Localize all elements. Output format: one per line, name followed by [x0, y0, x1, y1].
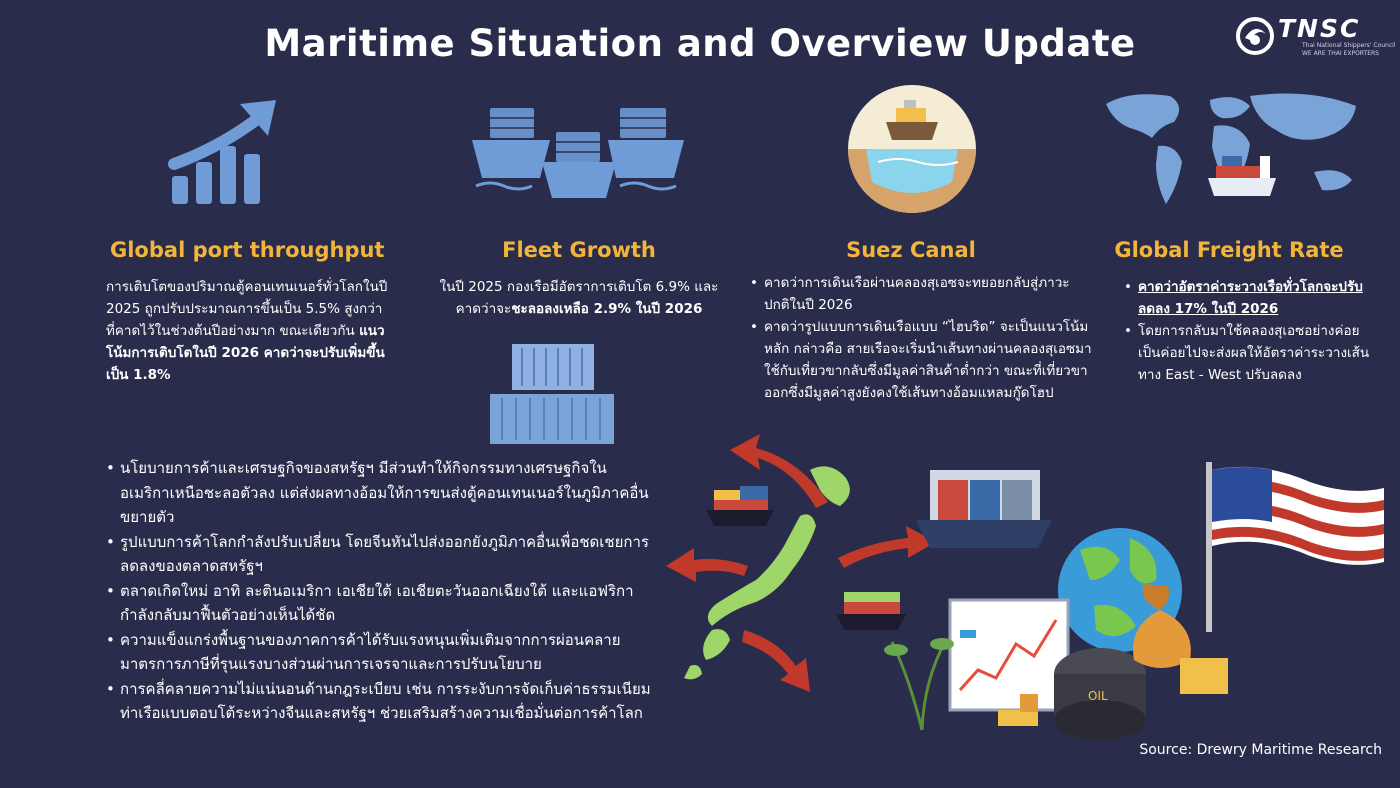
- chart-board-icon: [948, 598, 1070, 712]
- growth-arrow-icon: [168, 100, 276, 204]
- heading-freight-rate: Global Freight Rate: [1114, 238, 1344, 262]
- freight-bullet-1: คาดว่าอัตราค่าระวางเรือทั่วโลกจะปรับลดลง…: [1122, 276, 1372, 320]
- heading-suez-canal: Suez Canal: [846, 238, 976, 262]
- heading-port-throughput: Global port throughput: [110, 238, 385, 262]
- freight-bullet-1-text: คาดว่าอัตราค่าระวางเรือทั่วโลกจะปรับลดลง…: [1138, 279, 1363, 317]
- us-flag-icon: [1206, 462, 1384, 632]
- trade-bullet: การคลี่คลายความไม่แน่นอนด้านกฎระเบียบ เช…: [104, 677, 664, 726]
- fleet-growth-text: ในปี 2025 กองเรือมีอัตราการเติบโต 6.9% แ…: [438, 276, 720, 320]
- logo-tagline-2: WE ARE THAI EXPORTERS: [1302, 50, 1379, 57]
- source-note: Source: Drewry Maritime Research: [1139, 742, 1382, 758]
- oil-barrel-icon: OIL: [1054, 648, 1146, 740]
- suez-bullet: คาดว่าการเดินเรือผ่านคลองสุเอซจะทยอยกลับ…: [748, 272, 1094, 316]
- freight-bullet-2: โดยการกลับมาใช้คลองสุเอซอย่างค่อยเป็นค่อ…: [1122, 320, 1372, 386]
- freight-rate-list: คาดว่าอัตราค่าระวางเรือทั่วโลกจะปรับลดลง…: [1122, 276, 1372, 386]
- oil-label: OIL: [1088, 689, 1108, 703]
- japan-map-icon: [684, 466, 850, 680]
- suez-bullet: คาดว่ารูปแบบการเดินเรือแบบ “ไฮบริด” จะเป…: [748, 316, 1094, 404]
- tnsc-logo-icon: [1236, 17, 1274, 55]
- trade-bullet: ตลาดเกิดใหม่ อาทิ ละตินอเมริกา เอเชียใต้…: [104, 579, 664, 628]
- page-title: Maritime Situation and Overview Update: [264, 22, 1136, 65]
- money-bag-icon: [1133, 584, 1228, 694]
- container-ships-icon: [472, 108, 684, 198]
- port-text-normal: การเติบโตของปริมาณตู้คอนเทนเนอร์ทั่วโลกใ…: [106, 279, 388, 339]
- logo-name: TNSC: [1278, 14, 1361, 43]
- suez-canal-list: คาดว่าการเดินเรือผ่านคลองสุเอซจะทยอยกลับ…: [748, 272, 1094, 404]
- trade-bullet: นโยบายการค้าและเศรษฐกิจของสหรัฐฯ มีส่วนท…: [104, 456, 664, 530]
- port-throughput-text: การเติบโตของปริมาณตู้คอนเทนเนอร์ทั่วโลกใ…: [106, 276, 388, 386]
- trade-illustration: OIL: [666, 434, 1384, 740]
- container-icon: [490, 344, 614, 444]
- cargo-ship-icon: [706, 470, 1052, 630]
- trade-bullet: รูปแบบการค้าโลกกำลังปรับเปลี่ยน โดยจีนหั…: [104, 530, 664, 579]
- port-text-bold: แนวโน้มการเติบโตในปี 2026 คาดว่าจะปรับเพ…: [106, 323, 385, 383]
- world-map-ship-icon: [1106, 93, 1356, 204]
- fleet-text-normal: ในปี 2025 กองเรือมีอัตราการเติบโต 6.9% แ…: [439, 279, 719, 317]
- tnsc-logo: TNSC Thai National Shippers' Council WE …: [1236, 14, 1395, 58]
- logo-tagline-1: Thai National Shippers' Council: [1302, 42, 1396, 49]
- trade-bullet: ความแข็งแกร่งพื้นฐานของภาคการค้าได้รับแร…: [104, 628, 664, 677]
- heading-fleet-growth: Fleet Growth: [502, 238, 656, 262]
- trade-outlook-list: นโยบายการค้าและเศรษฐกิจของสหรัฐฯ มีส่วนท…: [104, 456, 664, 726]
- fleet-text-bold: ชะลอลงเหลือ 2.9% ในปี 2026: [511, 301, 703, 317]
- canal-ship-icon: [848, 85, 976, 213]
